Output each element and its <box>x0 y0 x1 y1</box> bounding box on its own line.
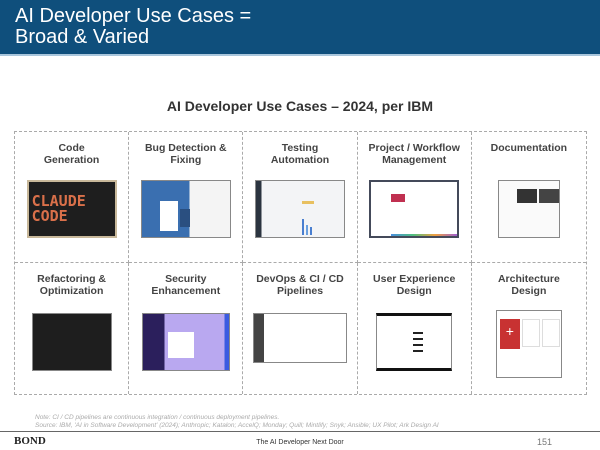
footer-divider <box>0 431 600 432</box>
vscode-screenshot <box>31 313 112 371</box>
slide-header: AI Developer Use Cases =Broad & Varied <box>0 0 600 56</box>
ux-pilot-screenshot <box>376 313 453 371</box>
documentation-screenshot <box>497 180 560 238</box>
ark-design-screenshot: + <box>495 310 562 378</box>
chart-subtitle: AI Developer Use Cases – 2024, per IBM <box>166 98 434 114</box>
claude-code-screenshot: CLAUDE CODE <box>26 180 117 238</box>
footnote: Note: CI / CD pipelines are continuous i… <box>35 414 439 429</box>
security-scan-screenshot <box>141 313 230 371</box>
use-case-label: Bug Detection &Fixing <box>144 142 227 166</box>
footer-title: The AI Developer Next Door <box>256 439 344 446</box>
project-board-screenshot <box>369 180 460 238</box>
testing-dashboard-screenshot <box>254 180 345 238</box>
slide-title: AI Developer Use Cases =Broad & Varied <box>15 5 252 48</box>
use-case-label: Documentation <box>490 142 568 154</box>
bug-fix-screenshot <box>140 180 231 238</box>
use-case-documentation: Documentation <box>471 132 586 263</box>
use-case-bug-detection: Bug Detection &Fixing <box>129 132 244 263</box>
pipeline-screenshot <box>252 313 347 363</box>
use-case-refactoring: Refactoring &Optimization <box>15 263 130 394</box>
bond-logo: BOND <box>14 435 46 447</box>
page-number: 151 <box>536 437 552 447</box>
use-case-label: Refactoring &Optimization <box>37 273 107 297</box>
